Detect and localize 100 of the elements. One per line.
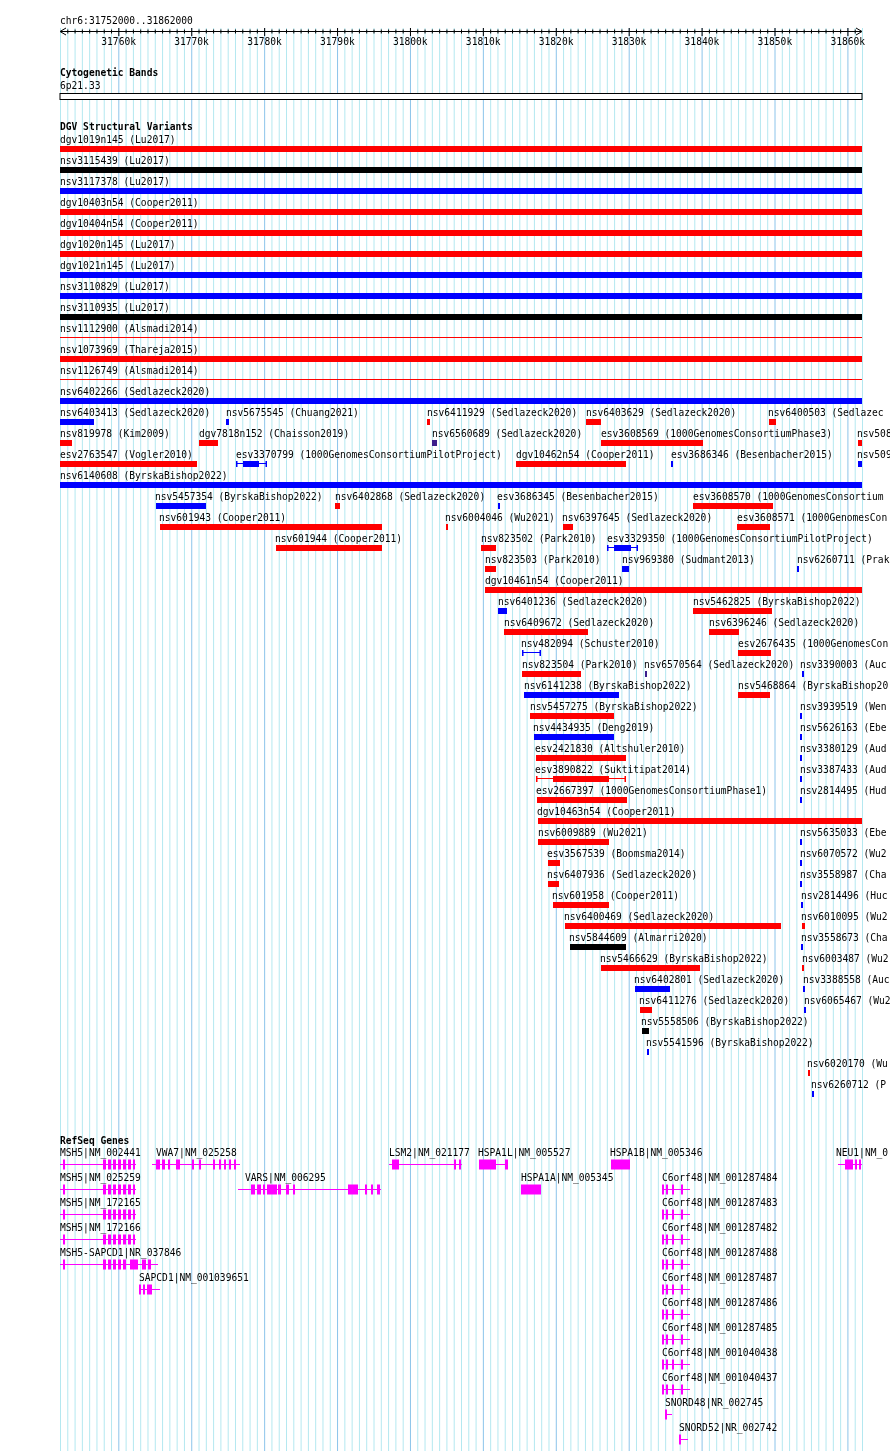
gene-label: SNORD52|NR_002742 xyxy=(679,1423,778,1433)
gene-label: HSPA1A|NM_005345 xyxy=(521,1173,614,1183)
variant-label: nsv6403629 (Sedlazeck2020) xyxy=(586,408,737,418)
tick-label: 31830k xyxy=(611,37,647,47)
variant-label: nsv6010095 (Wu2 xyxy=(801,912,888,922)
variant-label: esv3608571 (1000GenomesCon xyxy=(737,513,888,523)
variant-label: nsv6411929 (Sedlazeck2020) xyxy=(427,408,578,418)
variant-label: nsv823504 (Park2010) xyxy=(522,660,638,670)
variant-label: nsv6409672 (Sedlazeck2020) xyxy=(504,618,655,628)
gene-label: MSH5|NM_172166 xyxy=(60,1223,141,1233)
variant-label: nsv3388558 (Auc xyxy=(803,975,890,985)
variant-label: nsv5541596 (ByrskaBishop2022) xyxy=(646,1038,814,1048)
variant-label: nsv6401236 (Sedlazeck2020) xyxy=(498,597,649,607)
gene-label: MSH5|NM_002441 xyxy=(60,1148,141,1158)
variant-label: esv3890822 (Suktitipat2014) xyxy=(535,765,691,775)
variant-label: nsv5635033 (Ebe xyxy=(800,828,887,838)
gene-label: C6orf48|NM_001287483 xyxy=(662,1198,778,1208)
gene-label: MSH5|NM_025259 xyxy=(60,1173,141,1183)
tick-label: 31780k xyxy=(247,37,282,47)
tick-label: 31790k xyxy=(320,37,355,47)
variant-label: nsv3939519 (Wen xyxy=(800,702,887,712)
variant-label: nsv3110829 (Lu2017) xyxy=(60,282,170,292)
variant-label: nsv1073969 (Thareja2015) xyxy=(60,345,199,355)
variant-label: esv3686346 (Besenbacher2015) xyxy=(671,450,833,460)
gene-label: C6orf48|NM_001287487 xyxy=(662,1273,778,1283)
variant-label: nsv1126749 (Alsmadi2014) xyxy=(60,366,199,376)
variant-label: nsv6140608 (ByrskaBishop2022) xyxy=(60,471,228,481)
gene-label: C6orf48|NM_001040437 xyxy=(662,1373,778,1383)
variant-label: nsv5462825 (ByrskaBishop2022) xyxy=(693,597,861,607)
band-label: 6p21.33 xyxy=(60,81,101,91)
gene-label: VWA7|NM_025258 xyxy=(156,1148,237,1158)
variant-label: nsv6402868 (Sedlazeck2020) xyxy=(335,492,486,502)
tick-label: 31860k xyxy=(830,37,866,47)
tick-label: 31850k xyxy=(757,37,793,47)
gene-label: MSH5-SAPCD1|NR_037846 xyxy=(60,1248,182,1258)
variant-label: nsv6560689 (Sedlazeck2020) xyxy=(432,429,583,439)
variant-label: nsv1112900 (Alsmadi2014) xyxy=(60,324,199,334)
variant-label: nsv5468864 (ByrskaBishop20 xyxy=(738,681,889,691)
variant-label: nsv6020170 (Wu xyxy=(807,1059,888,1069)
variant-label: nsv3387433 (Aud xyxy=(800,765,887,775)
coordinate-range-title: chr6:31752000..31862000 xyxy=(60,16,193,26)
gene-label: C6orf48|NM_001287482 xyxy=(662,1223,778,1233)
track-title: DGV Structural Variants xyxy=(60,122,193,132)
tick-label: 31770k xyxy=(174,37,209,47)
variant-label: nsv6570564 (Sedlazeck2020) xyxy=(644,660,795,670)
variant-label: nsv6402801 (Sedlazeck2020) xyxy=(634,975,785,985)
gene-label: C6orf48|NM_001287485 xyxy=(662,1323,778,1333)
gene-label: LSM2|NM_021177 xyxy=(389,1148,470,1158)
tick-label: 31760k xyxy=(101,37,136,47)
variant-label: nsv6004046 (Wu2021) xyxy=(445,513,555,523)
variant-label: nsv2814496 (Huc xyxy=(801,891,888,901)
variant-label: dgv10403n54 (Cooper2011) xyxy=(60,198,199,208)
variant-label: nsv6400469 (Sedlazeck2020) xyxy=(564,912,715,922)
variant-label: esv3608569 (1000GenomesConsortiumPhase3) xyxy=(601,429,833,439)
variant-label: nsv5457354 (ByrskaBishop2022) xyxy=(155,492,323,502)
variant-label: nsv6407936 (Sedlazeck2020) xyxy=(547,870,698,880)
variant-label: nsv6070572 (Wu2 xyxy=(800,849,887,859)
variant-label: nsv6009889 (Wu2021) xyxy=(538,828,648,838)
variant-label: nsv3110935 (Lu2017) xyxy=(60,303,170,313)
variant-label: nsv3558673 (Cha xyxy=(801,933,888,943)
variant-label: dgv10462n54 (Cooper2011) xyxy=(516,450,655,460)
variant-label: nsv482094 (Schuster2010) xyxy=(521,639,660,649)
variant-label: nsv5466629 (ByrskaBishop2022) xyxy=(600,954,768,964)
gene-label: C6orf48|NM_001287484 xyxy=(662,1173,778,1183)
variant-label: esv3608570 (1000GenomesConsortium xyxy=(693,492,884,502)
variant-label: dgv1019n145 (Lu2017) xyxy=(60,135,176,145)
variant-label: nsv6260711 (Prak xyxy=(797,555,890,565)
tick-label: 31820k xyxy=(538,37,574,47)
variant-label: nsv823503 (Park2010) xyxy=(485,555,601,565)
variant-label: nsv3380129 (Aud xyxy=(800,744,887,754)
variant-label: nsv3558987 (Cha xyxy=(800,870,887,880)
variant-label: esv2763547 (Vogler2010) xyxy=(60,450,193,460)
variant-label: nsv2814495 (Hud xyxy=(800,786,887,796)
gene-label: C6orf48|NM_001287488 xyxy=(662,1248,778,1258)
variant-label: nsv3390003 (Auc xyxy=(800,660,887,670)
variant-label: esv2667397 (1000GenomesConsortiumPhase1) xyxy=(536,786,768,796)
tick-label: 31810k xyxy=(465,37,501,47)
variant-label: dgv10404n54 (Cooper2011) xyxy=(60,219,199,229)
variant-label: esv2676435 (1000GenomesCon xyxy=(738,639,889,649)
variant-label: nsv819978 (Kim2009) xyxy=(60,429,170,439)
variant-label: nsv3117378 (Lu2017) xyxy=(60,177,170,187)
tick-label: 31800k xyxy=(392,37,428,47)
variant-label: esv3370799 (1000GenomesConsortiumPilotProject) xyxy=(236,450,502,460)
gene-label: MSH5|NM_172165 xyxy=(60,1198,141,1208)
variant-label: nsv6403413 (Sedlazeck2020) xyxy=(60,408,211,418)
variant-label: nsv6402266 (Sedlazeck2020) xyxy=(60,387,211,397)
variant-label: dgv1020n145 (Lu2017) xyxy=(60,240,176,250)
variant-label: nsv3115439 (Lu2017) xyxy=(60,156,170,166)
gene-label: VARS|NM_006295 xyxy=(245,1173,326,1183)
variant-label: nsv5675545 (Chuang2021) xyxy=(226,408,359,418)
variant-label: nsv6260712 (P xyxy=(811,1080,887,1090)
variant-label: nsv6400503 (Sedlazec xyxy=(768,408,884,418)
tick-label: 31840k xyxy=(684,37,720,47)
gene-label: SNORD48|NR_002745 xyxy=(665,1398,764,1408)
variant-label: nsv601958 (Cooper2011) xyxy=(552,891,680,901)
variant-label: nsv5626163 (Ebe xyxy=(800,723,887,733)
variant-label: nsv6411276 (Sedlazeck2020) xyxy=(639,996,790,1006)
variant-label: nsv6003487 (Wu2 xyxy=(802,954,889,964)
variant-label: esv3686345 (Besenbacher2015) xyxy=(497,492,659,502)
variant-label: nsv6397645 (Sedlazeck2020) xyxy=(562,513,713,523)
